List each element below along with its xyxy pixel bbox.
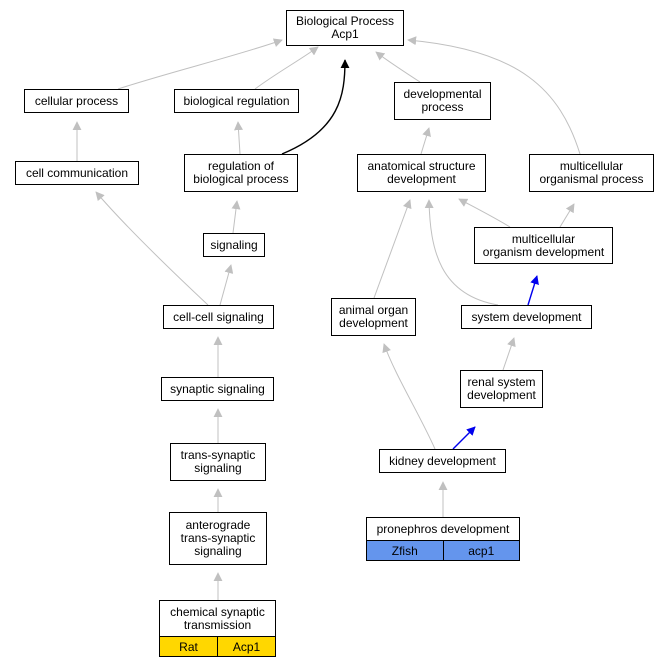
edge-cell-cell-signaling-to-cell-communication xyxy=(95,191,209,306)
go-term-label: developmental process xyxy=(403,87,482,114)
go-term-label: cellular process xyxy=(34,93,119,108)
go-term-renal-system-development[interactable]: renal system development xyxy=(460,370,543,408)
go-term-synaptic-signaling[interactable]: synaptic signaling xyxy=(161,377,274,401)
go-term-kidney-development[interactable]: kidney development xyxy=(379,449,506,473)
edge-cell-cell-signaling-to-signaling xyxy=(219,264,234,306)
edge-kidney-development-to-renal-system-development xyxy=(452,426,476,450)
go-term-cell-cell-signaling[interactable]: cell-cell signaling xyxy=(163,305,274,329)
go-term-label: regulation of biological process xyxy=(193,159,289,186)
edge-regulation-of-biological-process-to-biological-regulation xyxy=(234,121,243,155)
edge-developmental-process-to-root xyxy=(375,51,421,83)
go-term-label: cell-cell signaling xyxy=(173,309,264,324)
edge-multicellular-organismal-process-to-root xyxy=(407,36,581,155)
edge-kidney-development-to-animal-organ-development xyxy=(382,343,436,450)
edge-system-development-to-multicellular-organism-development xyxy=(527,275,539,306)
go-term-label: renal system development xyxy=(467,375,536,402)
go-term-label: multicellular organismal process xyxy=(539,159,644,186)
species-cell[interactable]: Zfish xyxy=(366,540,444,561)
edge-multicellular-organism-development-to-anatomical-structure-development xyxy=(458,198,511,228)
go-term-multicellular-organismal-process[interactable]: multicellular organismal process xyxy=(529,154,654,192)
go-term-multicellular-organism-development[interactable]: multicellular organism development xyxy=(474,227,613,264)
go-term-label: multicellular organism development xyxy=(482,231,605,259)
go-term-label: anterograde trans-synaptic signaling xyxy=(180,518,256,558)
go-term-trans-synaptic-signaling[interactable]: trans-synaptic signaling xyxy=(170,443,266,481)
edge-system-development-to-anatomical-structure-development xyxy=(424,199,499,306)
go-term-label: chemical synaptic transmission xyxy=(170,604,265,632)
go-term-system-development[interactable]: system development xyxy=(461,305,592,329)
go-term-label: pronephros development xyxy=(376,521,510,536)
edge-biological-regulation-to-root xyxy=(254,46,319,90)
go-term-regulation-of-biological-process[interactable]: regulation of biological process xyxy=(184,154,298,192)
go-term-anatomical-structure-development[interactable]: anatomical structure development xyxy=(357,154,486,192)
go-term-label: cell communication xyxy=(25,165,129,180)
go-term-root[interactable]: Biological Process Acp1 xyxy=(286,10,404,46)
edge-regulation-of-biological-process-to-root xyxy=(281,59,350,155)
edge-animal-organ-development-to-anatomical-structure-development xyxy=(373,199,412,299)
go-term-label: Biological Process Acp1 xyxy=(295,14,395,41)
gene-cell[interactable]: Acp1 xyxy=(218,636,276,657)
go-term-label: synaptic signaling xyxy=(170,381,265,396)
go-term-label: signaling xyxy=(210,237,258,252)
edge-cellular-process-to-root xyxy=(117,38,283,90)
go-term-pronephros-development[interactable]: pronephros development xyxy=(366,517,520,541)
gene-cell[interactable]: acp1 xyxy=(443,540,520,561)
species-cell[interactable]: Rat xyxy=(159,636,218,657)
go-term-biological-regulation[interactable]: biological regulation xyxy=(174,89,299,113)
edge-anatomical-structure-development-to-developmental-process xyxy=(420,127,431,155)
go-term-label: anatomical structure development xyxy=(367,159,476,186)
edge-multicellular-organism-development-to-multicellular-organismal-process xyxy=(559,203,575,228)
go-term-animal-organ-development[interactable]: animal organ development xyxy=(331,298,416,336)
edge-signaling-to-regulation-of-biological-process xyxy=(231,200,241,234)
go-term-cell-communication[interactable]: cell communication xyxy=(15,161,139,185)
go-term-anterograde-trans-synaptic-signaling[interactable]: anterograde trans-synaptic signaling xyxy=(169,512,267,565)
edge-renal-system-development-to-system-development xyxy=(502,337,516,371)
go-term-chemical-synaptic-transmission[interactable]: chemical synaptic transmission xyxy=(159,600,276,637)
go-term-label: kidney development xyxy=(389,453,496,468)
go-term-label: animal organ development xyxy=(338,303,409,330)
go-term-cellular-process[interactable]: cellular process xyxy=(24,89,129,113)
go-term-label: system development xyxy=(471,309,582,324)
go-term-signaling[interactable]: signaling xyxy=(203,233,265,257)
go-term-label: biological regulation xyxy=(183,93,290,108)
go-term-developmental-process[interactable]: developmental process xyxy=(394,82,491,120)
go-term-label: trans-synaptic signaling xyxy=(180,448,256,475)
